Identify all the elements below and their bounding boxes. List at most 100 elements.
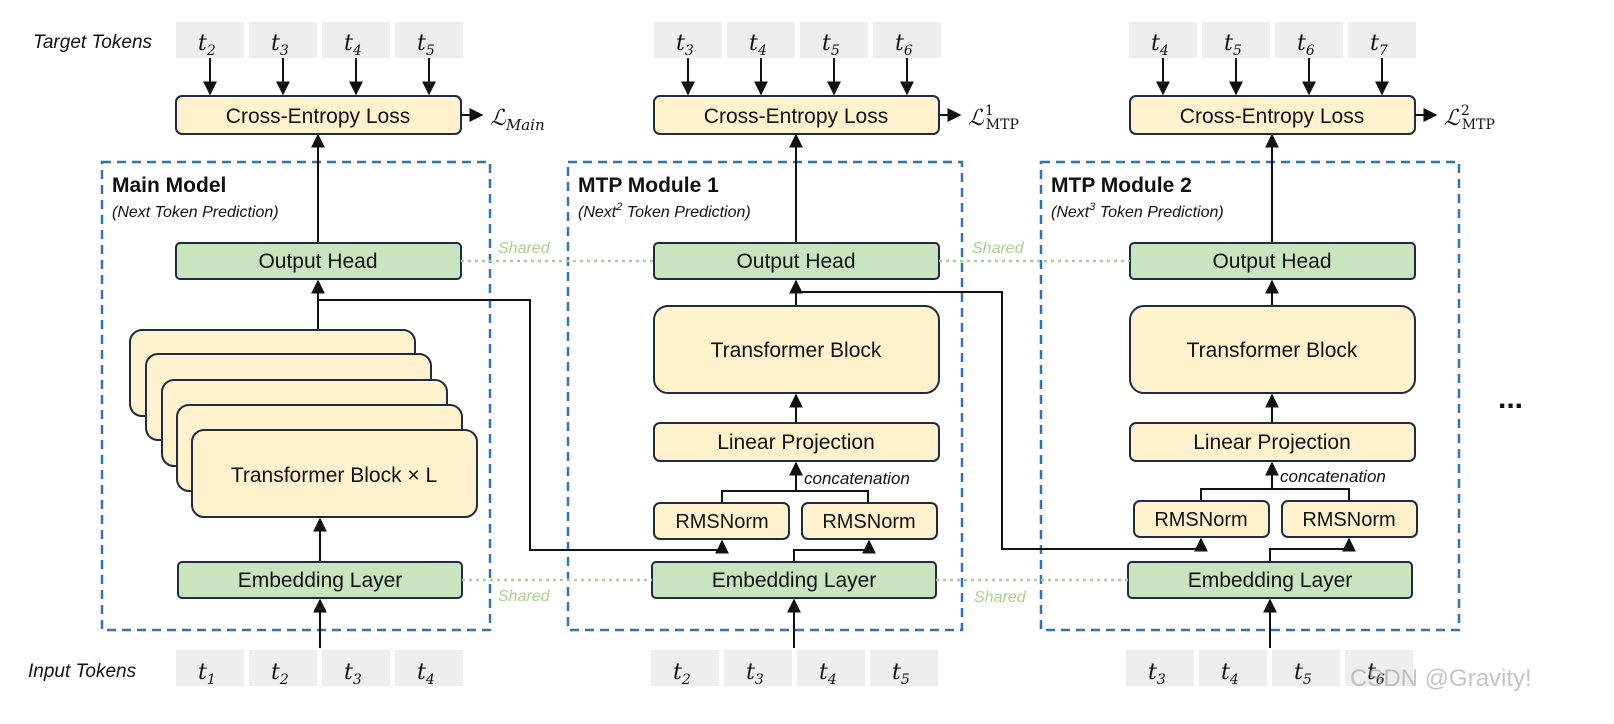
main-to-mtp1-hidden-connector xyxy=(318,299,729,554)
shared-label-head-2: Shared xyxy=(972,240,1025,257)
svg-text:t3: t3 xyxy=(1148,660,1166,688)
svg-text:t4: t4 xyxy=(749,31,767,59)
mtp2-linear-projection xyxy=(1129,422,1416,462)
svg-text:t3: t3 xyxy=(746,660,764,688)
target-tokens-label: Target Tokens xyxy=(33,32,153,53)
mtp1-transformer-block xyxy=(653,305,940,394)
svg-text:t4: t4 xyxy=(1151,31,1169,59)
svg-text:t6: t6 xyxy=(895,31,913,59)
mtp1-input-tokens: t2 t3 t4 t5 xyxy=(651,650,938,688)
mtp2-rmsnorm-left-label: RMSNorm xyxy=(1154,509,1247,531)
continuation-ellipsis: ... xyxy=(1498,382,1523,415)
mtp2-transformer-label: Transformer Block xyxy=(1187,339,1358,362)
main-output-head-label: Output Head xyxy=(258,250,377,273)
mtp2-rmsnorm-right xyxy=(1281,500,1418,538)
main-loss-label: Cross-Entropy Loss xyxy=(226,105,410,128)
main-input-token-4: t4 xyxy=(395,650,463,688)
mtp1-transformer-label: Transformer Block xyxy=(711,339,882,362)
main-transformer-stack xyxy=(129,329,478,518)
mtp1-target-token-3: t5 xyxy=(800,22,868,59)
mtp1-target-token-1: t3 xyxy=(654,22,722,59)
svg-text:t2: t2 xyxy=(198,31,216,59)
mtp2-input-token-4: t6 xyxy=(1345,650,1413,688)
mtp1-title: MTP Module 1 xyxy=(578,174,719,197)
mtp1-subtitle: (Next2 Token Prediction) xyxy=(578,201,751,221)
svg-text:t4: t4 xyxy=(344,31,362,59)
svg-text:t4: t4 xyxy=(417,660,435,688)
mtp1-loss-label: Cross-Entropy Loss xyxy=(704,105,888,128)
mtp2-transformer-block xyxy=(1129,305,1416,394)
shared-label-head-1: Shared xyxy=(498,240,551,257)
mtp2-rmsnorm-right-label: RMSNorm xyxy=(1302,509,1395,531)
mtp2-output-head-label: Output Head xyxy=(1212,250,1331,273)
mtp2-target-tokens: t4 t5 t6 t7 xyxy=(1129,22,1416,59)
svg-text:t5: t5 xyxy=(1224,31,1242,59)
mtp1-rmsnorm-left xyxy=(653,502,790,540)
mtp2-linear-projection-label: Linear Projection xyxy=(1193,431,1351,454)
main-target-tokens: t2 t3 t4 t5 xyxy=(176,22,463,59)
main-target-token-2: t3 xyxy=(249,22,317,59)
mtp2-input-token-3: t5 xyxy=(1272,650,1340,688)
mtp2-loss-label: Cross-Entropy Loss xyxy=(1180,105,1364,128)
mtp1-linear-projection xyxy=(653,422,940,462)
mtp2-target-token-1: t4 xyxy=(1129,22,1197,59)
svg-text:t2: t2 xyxy=(673,660,691,688)
main-model-title: Main Model xyxy=(112,174,226,197)
svg-text:t4: t4 xyxy=(819,660,837,688)
main-model: t2 t3 t4 t5 Cross-Entropy Loss ℒMain xyxy=(100,22,545,688)
main-model-subtitle: (Next Token Prediction) xyxy=(112,204,279,221)
main-embedding-label: Embedding Layer xyxy=(238,569,403,592)
main-input-token-3: t3 xyxy=(322,650,390,688)
watermark: CSDN @Gravity! xyxy=(1350,665,1532,692)
mtp1-embedding-label: Embedding Layer xyxy=(712,569,877,592)
main-input-token-1: t1 xyxy=(176,650,244,688)
shared-label-emb-2: Shared xyxy=(974,589,1027,606)
svg-text:t5: t5 xyxy=(822,31,840,59)
mtp1-input-token-1: t2 xyxy=(651,650,719,688)
main-loss-symbol: ℒMain xyxy=(490,106,545,134)
svg-text:t1: t1 xyxy=(198,660,216,688)
mtp2-input-tokens: t3 t4 t5 t6 xyxy=(1126,650,1413,688)
svg-text:t3: t3 xyxy=(676,31,694,59)
input-tokens-label: Input Tokens xyxy=(28,661,137,682)
svg-text:t3: t3 xyxy=(344,660,362,688)
main-input-tokens: t1 t2 t3 t4 xyxy=(176,650,463,688)
mtp1-rmsnorm-left-label: RMSNorm xyxy=(675,511,768,533)
main-target-token-4: t5 xyxy=(395,22,463,59)
mtp2-target-token-2: t5 xyxy=(1202,22,1270,59)
mtp2-frame xyxy=(1039,160,1461,632)
mtp1-rmsnorm-right xyxy=(801,502,938,540)
mtp2-concatenation-label: concatenation xyxy=(1280,467,1386,486)
mtp1-rmsnorm-right-label: RMSNorm xyxy=(822,511,915,533)
mtp2-input-token-2: t4 xyxy=(1199,650,1267,688)
svg-text:t5: t5 xyxy=(892,660,910,688)
svg-text:t3: t3 xyxy=(271,31,289,59)
mtp1-output-head-label: Output Head xyxy=(736,250,855,273)
mtp1-target-token-2: t4 xyxy=(727,22,795,59)
svg-text:t4: t4 xyxy=(1221,660,1239,688)
main-input-token-2: t2 xyxy=(249,650,317,688)
svg-text:t5: t5 xyxy=(417,31,435,59)
svg-text:t6: t6 xyxy=(1297,31,1315,59)
main-target-token-1: t2 xyxy=(176,22,244,59)
mtp2-title: MTP Module 2 xyxy=(1051,174,1192,197)
main-target-token-3: t4 xyxy=(322,22,390,59)
mtp1-input-token-4: t5 xyxy=(870,650,938,688)
mtp1-input-token-3: t4 xyxy=(797,650,865,688)
mtp2-rmsnorm-left xyxy=(1133,500,1270,538)
mtp2-target-token-3: t6 xyxy=(1275,22,1343,59)
svg-text:t5: t5 xyxy=(1294,660,1312,688)
main-model-frame xyxy=(100,160,492,632)
svg-text:t7: t7 xyxy=(1370,31,1388,59)
mtp2-subtitle: (Next3 Token Prediction) xyxy=(1051,201,1224,221)
mtp2-embedding-label: Embedding Layer xyxy=(1188,569,1353,592)
svg-text:t6: t6 xyxy=(1367,660,1385,688)
main-transformer-stack-label: Transformer Block × L xyxy=(231,464,437,487)
mtp1-input-token-2: t3 xyxy=(724,650,792,688)
mtp2-target-token-4: t7 xyxy=(1348,22,1416,59)
mtp1-frame xyxy=(566,160,964,632)
mtp2-input-token-1: t3 xyxy=(1126,650,1194,688)
